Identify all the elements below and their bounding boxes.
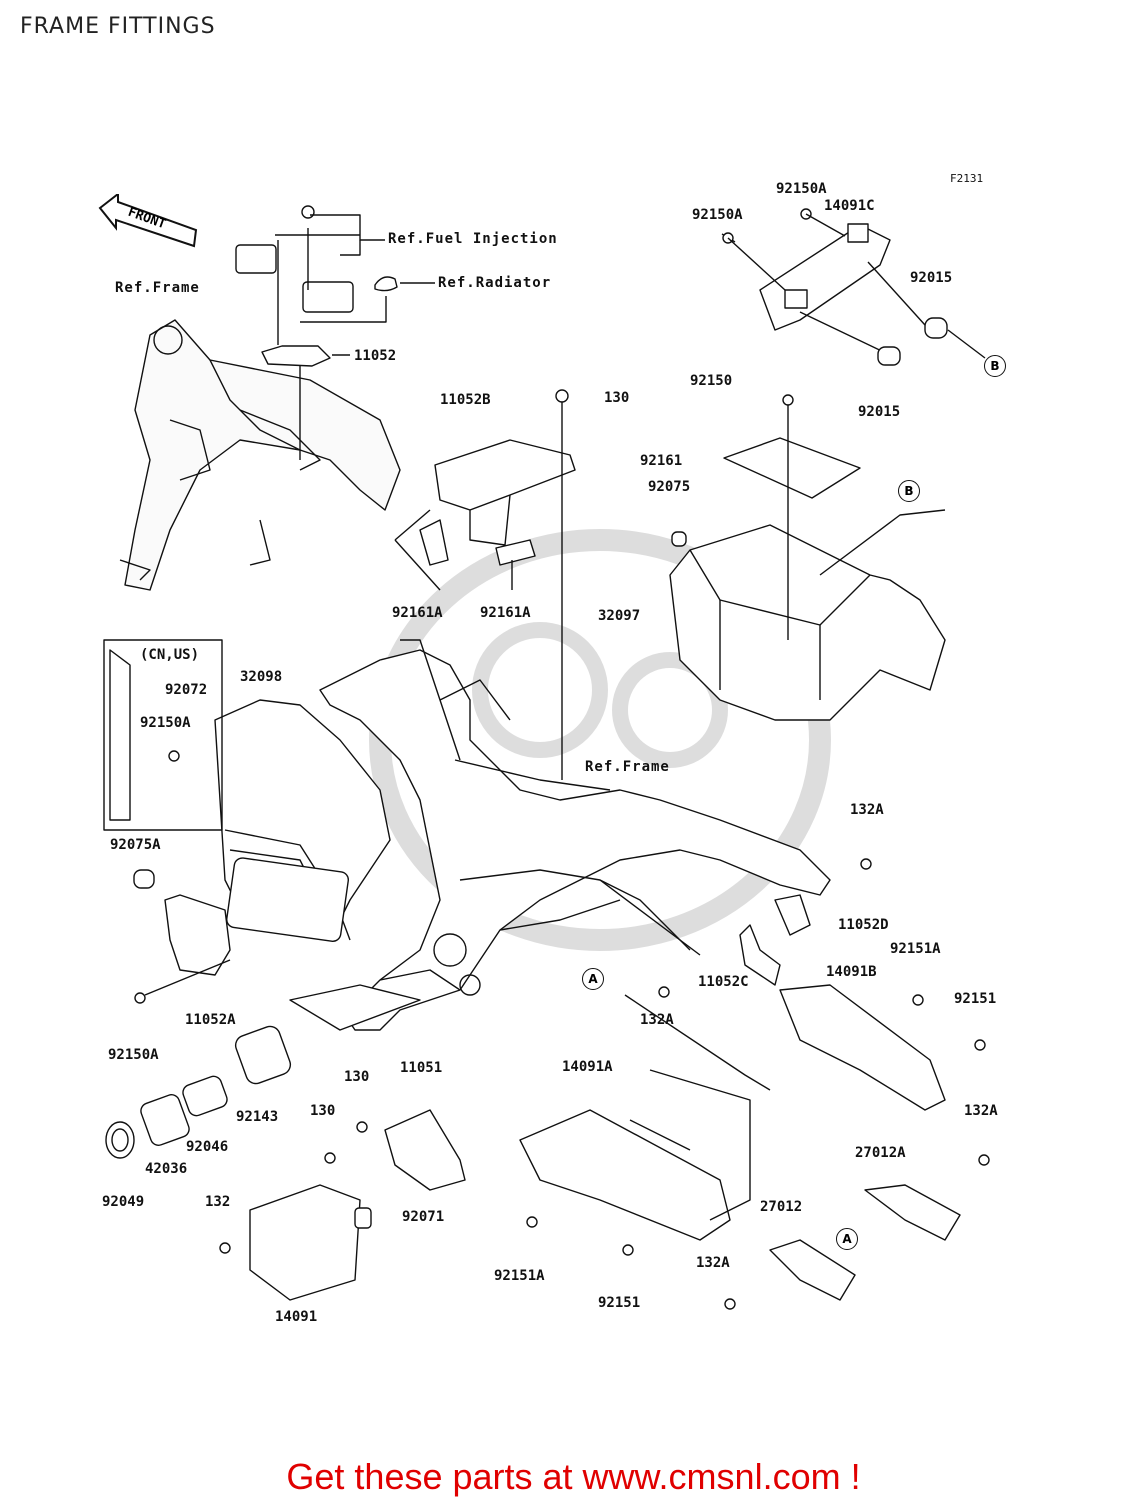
part-label: 14091C xyxy=(824,198,875,214)
part-label: 92075 xyxy=(648,479,691,495)
part-label: 130 xyxy=(344,1069,370,1085)
ref-fuel-injection-label: Ref.Fuel Injection xyxy=(388,231,558,247)
part-label: 92151 xyxy=(598,1295,641,1311)
part-label: 27012A xyxy=(855,1145,906,1161)
part-label: 92161 xyxy=(640,453,683,469)
part-label: 11052A xyxy=(185,1012,236,1028)
part-label: 92161A xyxy=(392,605,443,621)
part-label: 92150A xyxy=(140,715,191,731)
part-label: 92161A xyxy=(480,605,531,621)
ref-frame-center-label: Ref.Frame xyxy=(585,759,670,775)
part-label: 92150A xyxy=(108,1047,159,1063)
side-covers-drawing xyxy=(519,858,990,1310)
part-label: 11052 xyxy=(354,348,397,364)
ref-frame-top-label: Ref.Frame xyxy=(115,280,200,296)
callout-a-frame: A xyxy=(582,968,604,990)
battery-case-drawing xyxy=(669,394,946,721)
part-label: 92071 xyxy=(402,1209,445,1225)
part-label: 14091A xyxy=(562,1059,613,1075)
part-label: 42036 xyxy=(145,1161,188,1177)
shop-link-cta[interactable]: Get these parts at www.cmsnl.com ! xyxy=(286,1456,861,1497)
pivot-tube-drawing xyxy=(105,984,421,1159)
sensor-assembly xyxy=(235,205,435,460)
callout-b-middle: B xyxy=(898,480,920,502)
part-label: 132A xyxy=(696,1255,730,1271)
part-label: 92143 xyxy=(236,1109,279,1125)
variant-note: (CN,US) xyxy=(140,647,200,663)
part-label: 92049 xyxy=(102,1194,145,1210)
part-label: 132A xyxy=(850,802,884,818)
part-label: 132A xyxy=(640,1012,674,1028)
part-label: 11052C xyxy=(698,974,749,990)
part-label: 11051 xyxy=(400,1060,443,1076)
part-label: 92046 xyxy=(186,1139,229,1155)
part-label: 92015 xyxy=(858,404,901,420)
callout-b-top: B xyxy=(984,355,1006,377)
part-label: 92151A xyxy=(494,1268,545,1284)
part-label: 14091 xyxy=(275,1309,318,1325)
page-title: FRAME FITTINGS xyxy=(20,14,216,39)
part-label: 14091B xyxy=(826,964,877,980)
ref-radiator-label: Ref.Radiator xyxy=(438,275,552,291)
part-label: 92150A xyxy=(776,181,827,197)
part-label: 92150 xyxy=(690,373,733,389)
figure-code: F2131 xyxy=(950,172,984,185)
part-label: 32098 xyxy=(240,669,283,685)
part-label: 92151A xyxy=(890,941,941,957)
callout-a-bottom: A xyxy=(836,1228,858,1250)
front-direction-arrow: FRONT xyxy=(98,194,198,248)
part-label: 92015 xyxy=(910,270,953,286)
bracket-14091c-drawing xyxy=(721,208,986,366)
part-label: 130 xyxy=(604,390,630,406)
part-label: 92151 xyxy=(954,991,997,1007)
part-label: 132A xyxy=(964,1103,998,1119)
part-label: 11052B xyxy=(440,392,491,408)
part-label: 11052D xyxy=(838,917,889,933)
part-label: 27012 xyxy=(760,1199,803,1215)
part-label: 32097 xyxy=(598,608,641,624)
bracket-11052b-drawing xyxy=(394,389,576,780)
part-label: 92150A xyxy=(692,207,743,223)
part-label: 132 xyxy=(205,1194,231,1210)
air-box-drawing xyxy=(103,639,391,1004)
main-frame-drawing xyxy=(319,639,831,1031)
part-label: 130 xyxy=(310,1103,336,1119)
plates-27012-drawing xyxy=(624,994,961,1301)
bracket-11051-drawing xyxy=(219,1109,466,1301)
part-label: 92072 xyxy=(165,682,208,698)
part-label: 92075A xyxy=(110,837,161,853)
